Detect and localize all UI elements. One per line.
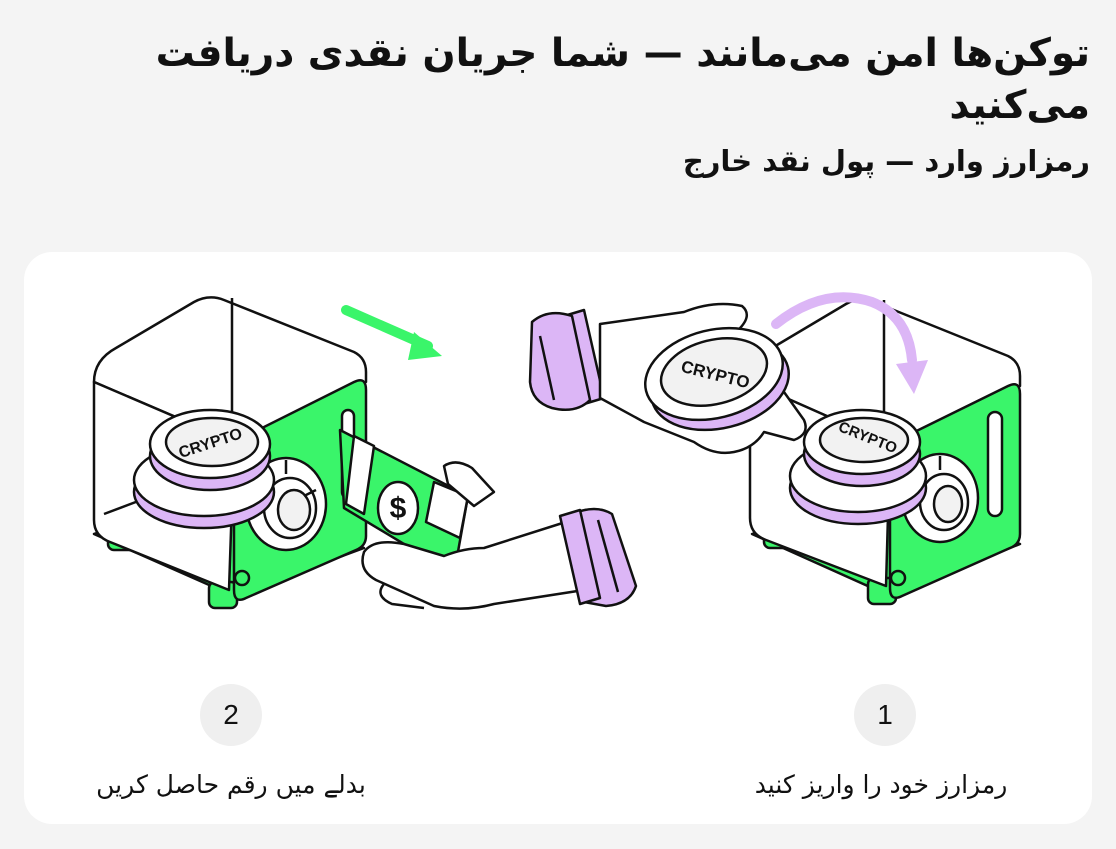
page-title: توکن‌ها امن می‌مانند — شما جریان نقدی در… bbox=[155, 31, 1091, 128]
banknote: $ bbox=[338, 428, 470, 576]
curved-arrow-icon bbox=[771, 292, 928, 394]
page-subtitle: رمزارز وارد — پول نقد خارج bbox=[682, 144, 1090, 178]
step-number-2: 2 bbox=[200, 684, 262, 746]
step-label-1: رمزارز خود را واریز کنید bbox=[754, 770, 1008, 799]
arrow-icon bbox=[341, 305, 442, 360]
hand-cash bbox=[361, 461, 638, 610]
dollar-sign: $ bbox=[390, 492, 407, 525]
coins-right: CRYPTO bbox=[788, 408, 928, 526]
illustration: CRYPTO $ bbox=[92, 292, 1022, 610]
steps-card: CRYPTO $ bbox=[24, 252, 1092, 824]
header: توکن‌ها امن می‌مانند — شما جریان نقدی در… bbox=[30, 28, 1091, 180]
coins-left: CRYPTO bbox=[132, 408, 276, 530]
step-number-1: 1 bbox=[854, 684, 916, 746]
step-label-2: بدلے میں رقم حاصل کریں bbox=[96, 770, 366, 799]
hand-coin: CRYPTO bbox=[528, 302, 807, 455]
